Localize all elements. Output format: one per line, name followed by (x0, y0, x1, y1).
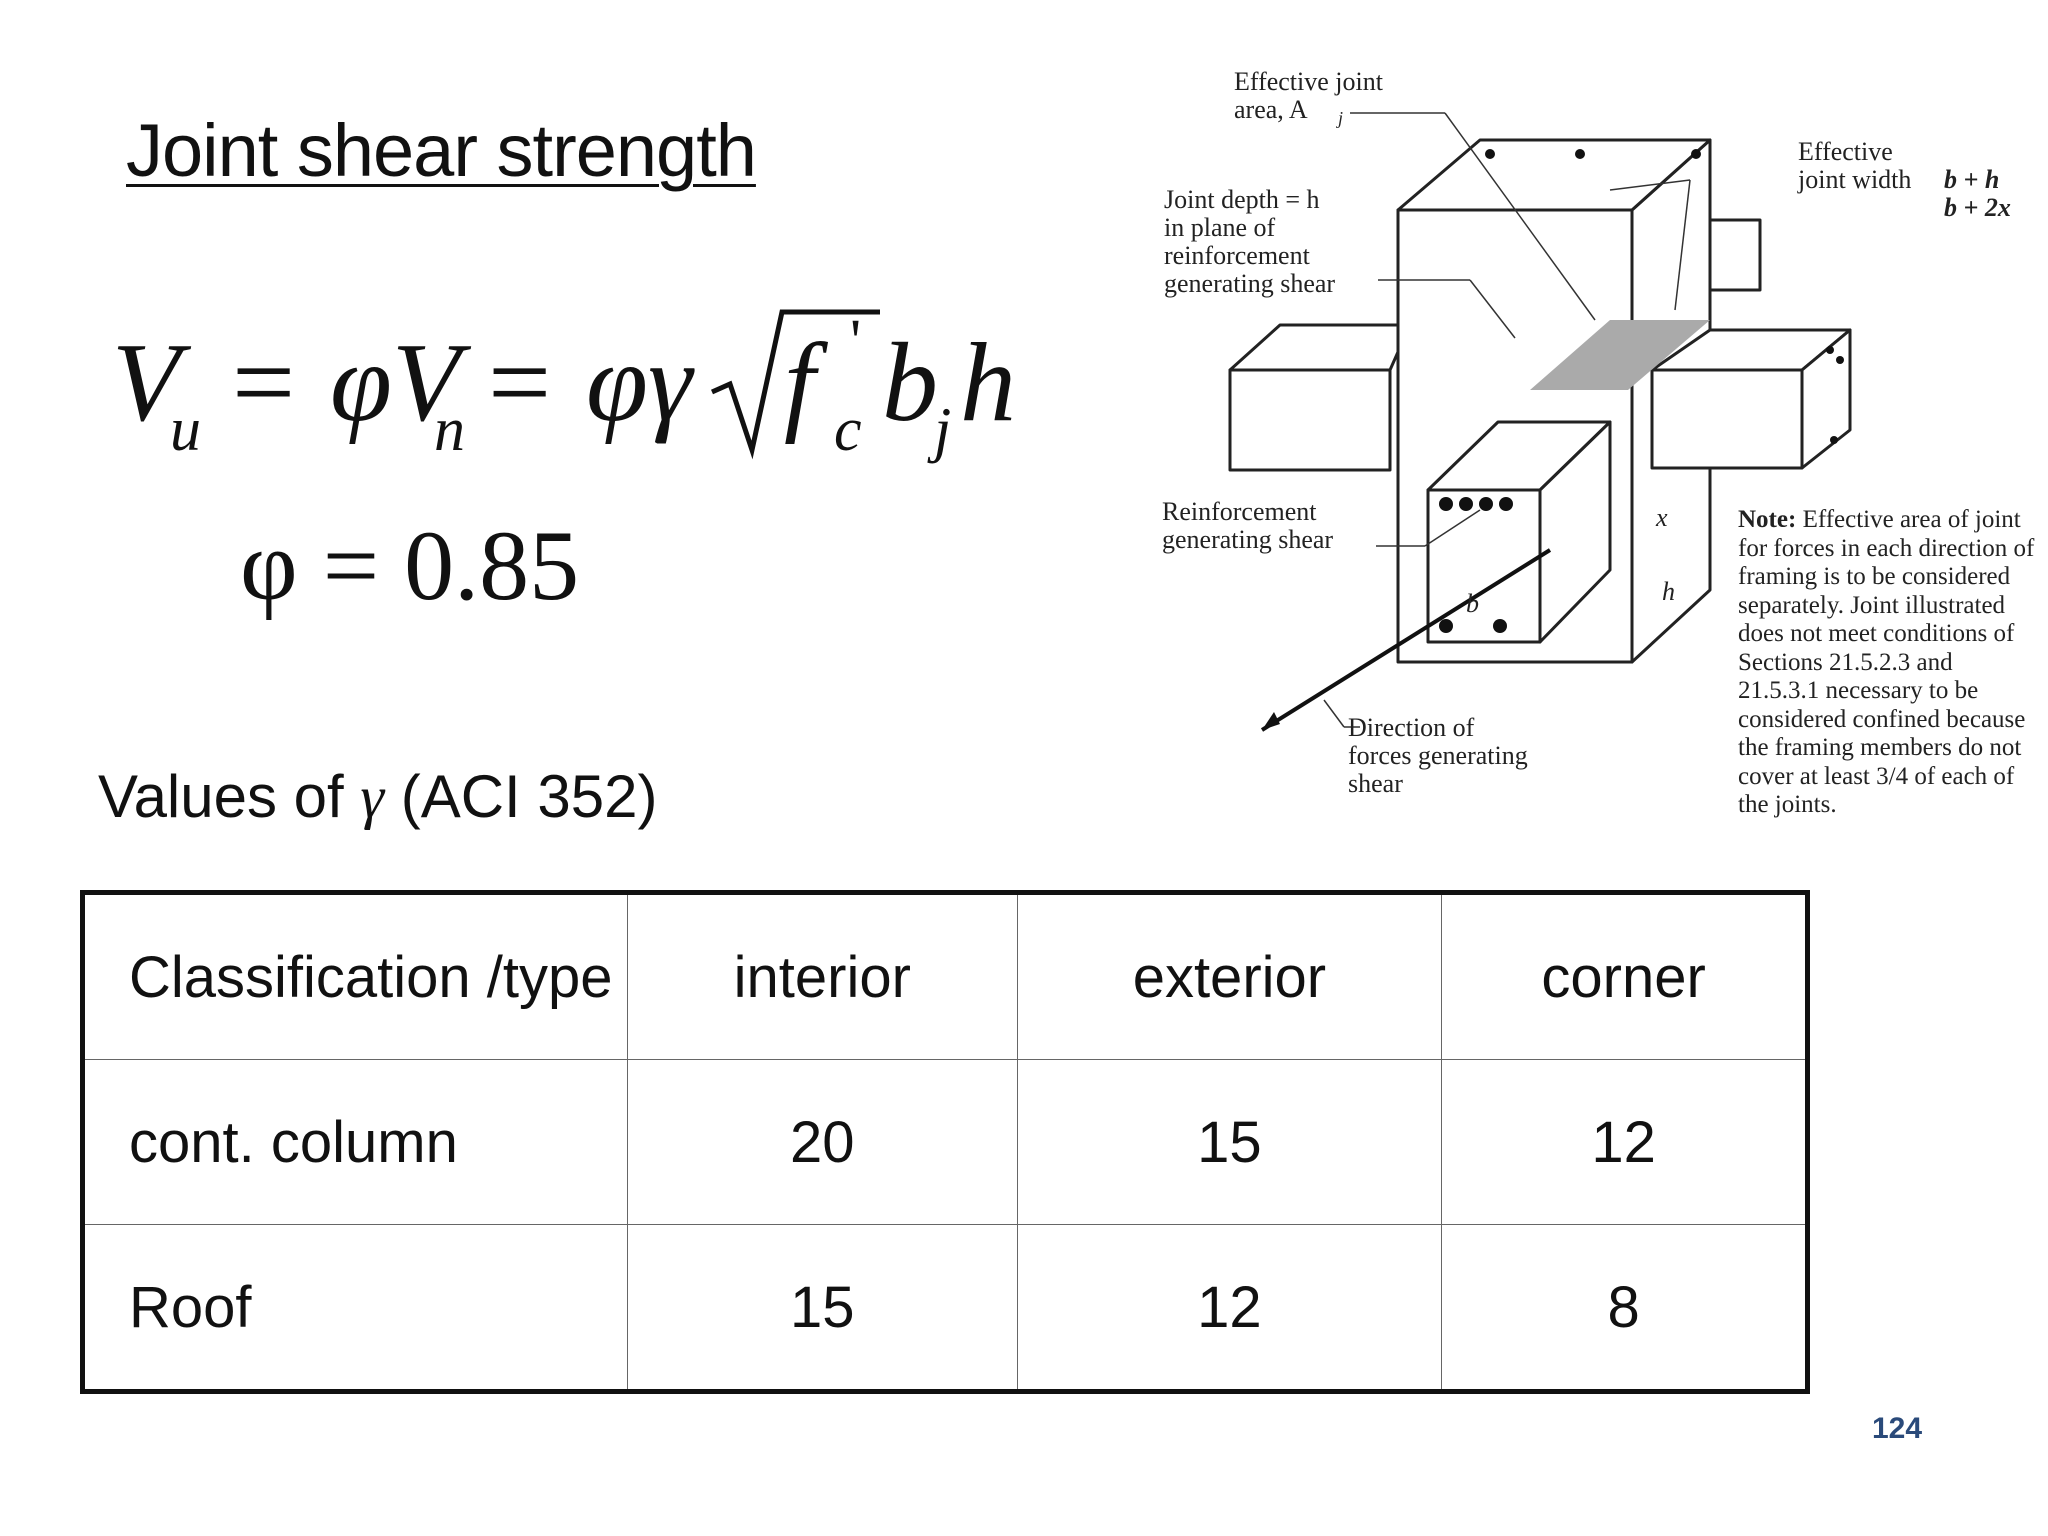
formula-eq2: = (488, 321, 551, 445)
row-label: Roof (82, 1224, 628, 1392)
shear-formula: V u = φV n = φγ f c ' b j h (112, 308, 1016, 464)
label-effective-area-1: Effective joint (1234, 67, 1384, 96)
label-direction-3: shear (1348, 769, 1403, 798)
gamma-caption: Values of γ (ACI 352) (98, 762, 657, 832)
label-direction-1: Direction of (1348, 713, 1475, 742)
sqrt-sign (710, 309, 880, 460)
rebar-dots (1439, 149, 1844, 633)
column-top (1396, 138, 1712, 212)
back-right-beam (1708, 218, 1762, 292)
formula-h: h (960, 321, 1016, 445)
formula-phivn: φV (330, 321, 472, 445)
joint-diagram: Effective joint area, A j Joint depth = … (1162, 67, 2011, 798)
label-effective-area-2: area, A (1234, 95, 1308, 124)
label-effective-width-1: Effective (1798, 137, 1893, 166)
label-direction-2: forces generating (1348, 741, 1528, 770)
table-header-row: Classification /type interior exterior c… (82, 892, 1808, 1060)
label-effective-width-2: joint width (1797, 165, 1911, 194)
row-label: cont. column (82, 1059, 628, 1225)
figure-note: Note: Effective area of joint for forces… (1738, 506, 2038, 820)
gamma-symbol: γ (360, 764, 385, 830)
gamma-caption-prefix: Values of (98, 763, 344, 830)
header-exterior: exterior (1016, 892, 1443, 1060)
label-effective-width-3: b + h (1944, 165, 1999, 194)
formula-vu: V (112, 321, 192, 445)
label-joint-depth-1: Joint depth = h (1164, 185, 1320, 214)
front-beam-face (1426, 488, 1542, 644)
header-interior: interior (627, 892, 1018, 1060)
cell-value: 15 (1016, 1059, 1443, 1225)
page-number: 124 (1872, 1412, 1923, 1445)
note-label: Note: (1738, 506, 1797, 533)
left-beam (1228, 368, 1392, 472)
effective-joint-area (1530, 320, 1710, 390)
label-dim-x: x (1655, 503, 1668, 532)
table-row: Roof 15 12 8 (82, 1224, 1808, 1392)
formula-eq1: = (232, 321, 295, 445)
label-effective-width-4: b + 2x (1944, 193, 2011, 222)
note-text: Effective area of joint for forces in ea… (1738, 506, 2035, 818)
gamma-values-table: Classification /type interior exterior c… (80, 890, 1810, 1394)
label-reinforcement-1: Reinforcement (1162, 497, 1317, 526)
right-beam (1650, 368, 1804, 470)
label-joint-depth-4: generating shear (1164, 269, 1335, 298)
label-joint-depth-3: reinforcement (1164, 241, 1311, 270)
label-dim-h: h (1662, 577, 1675, 606)
cell-value: 12 (1441, 1059, 1808, 1225)
label-dim-b: b (1466, 589, 1479, 618)
formula-fc-prime: ' (850, 308, 861, 376)
formula-bj: b (882, 321, 938, 445)
cell-value: 12 (1016, 1224, 1443, 1392)
cell-value: 15 (627, 1224, 1018, 1392)
table-row: cont. column 20 15 12 (82, 1059, 1808, 1225)
cell-value: 8 (1441, 1224, 1808, 1392)
header-classification: Classification /type (82, 892, 628, 1060)
header-corner: corner (1441, 892, 1808, 1060)
formula-vu-sub: u (170, 396, 201, 464)
label-effective-area-sub: j (1336, 108, 1343, 128)
phi-value: φ = 0.85 (240, 510, 580, 621)
slide-title: Joint shear strength (126, 109, 757, 192)
formula-fc: f (784, 321, 829, 445)
label-reinforcement-2: generating shear (1162, 525, 1333, 554)
formula-vn-sub: n (434, 396, 465, 464)
formula-phigamma: φγ (586, 321, 695, 445)
cell-value: 20 (627, 1059, 1018, 1225)
formula-fc-sub: c (834, 396, 862, 464)
gamma-caption-suffix: (ACI 352) (400, 763, 658, 830)
label-joint-depth-2: in plane of (1164, 213, 1276, 242)
